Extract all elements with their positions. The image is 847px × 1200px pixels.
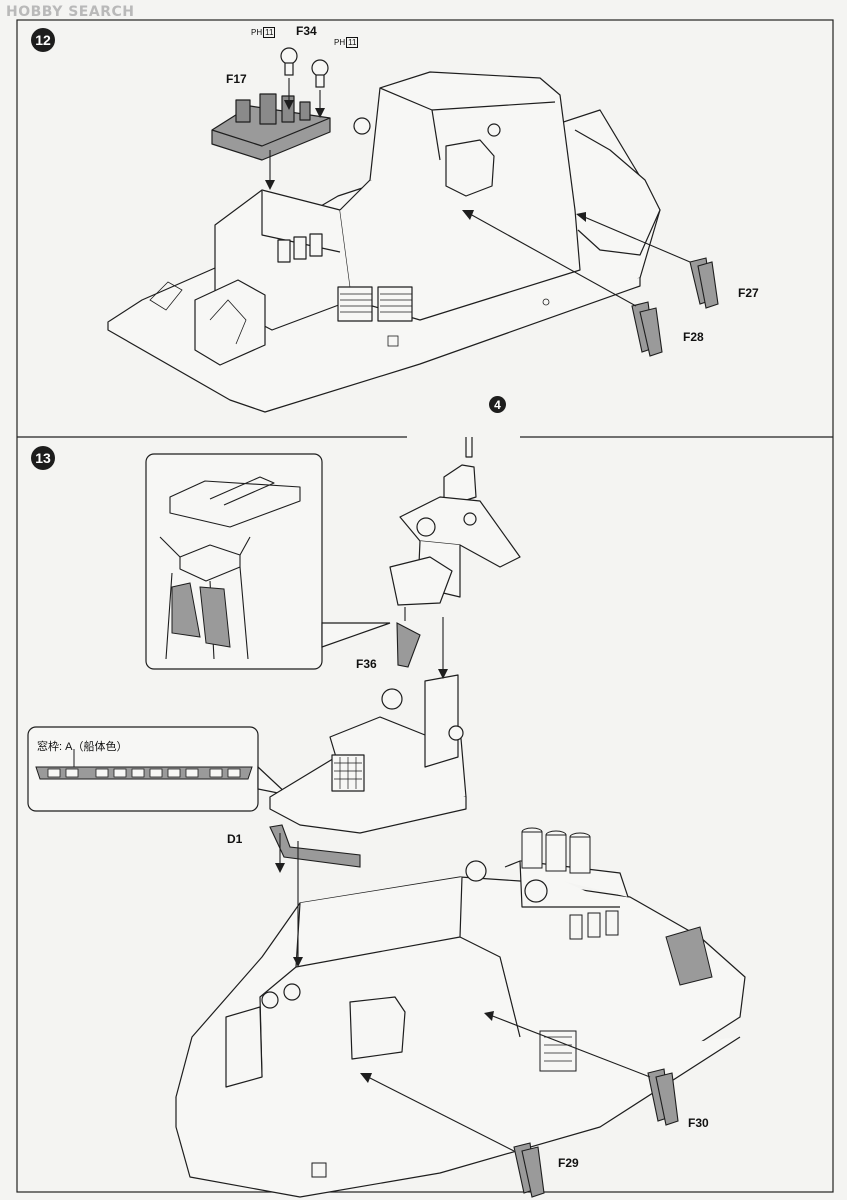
part-label-f27: F27 — [738, 286, 759, 300]
photo-etch-number: 11 — [263, 27, 276, 38]
callout-step-4-badge: 4 — [489, 396, 506, 413]
photo-etch-prefix: PH — [251, 28, 263, 37]
step-13-badge: 13 — [31, 446, 55, 470]
window-frame-legend-label: 窓枠: A（船体色） — [37, 741, 128, 753]
part-label-f17: F17 — [226, 72, 247, 86]
part-label-f30: F30 — [688, 1116, 709, 1130]
watermark-text: HOBBY SEARCH — [6, 4, 135, 20]
step-12-badge: 12 — [31, 28, 55, 52]
part-label-f34: F34 — [296, 24, 317, 38]
part-label-f29: F29 — [558, 1156, 579, 1170]
photo-etch-number: 11 — [346, 37, 359, 48]
step-12-bridge-drawing — [107, 47, 719, 413]
photo-etch-prefix: PH — [334, 38, 346, 47]
part-label-f28: F28 — [683, 330, 704, 344]
step-13-assembly-drawing — [27, 437, 746, 1198]
part-label-f36: F36 — [356, 657, 377, 671]
part-label-d1: D1 — [227, 832, 243, 846]
